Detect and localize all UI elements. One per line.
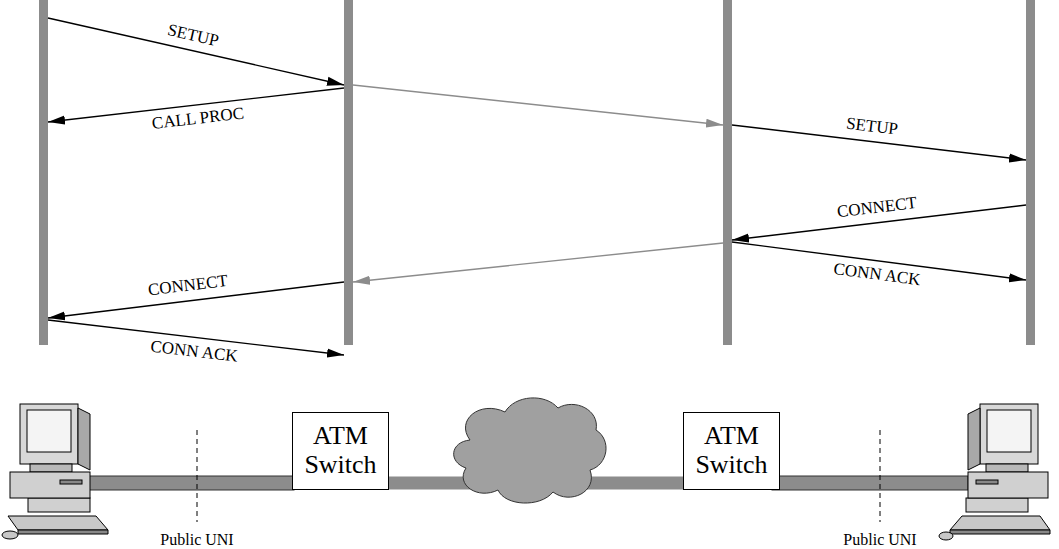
message-name: CONNECT: [836, 194, 918, 222]
switch-label: ATM Switch: [296, 422, 385, 479]
switch-box: ATM Switch: [683, 412, 780, 490]
relay-arrow: [353, 243, 723, 282]
access-link: [80, 476, 294, 490]
computer-icon: [2, 404, 108, 539]
computer-icon: [939, 404, 1050, 540]
message-arrow: [48, 18, 344, 85]
timeline: [39, 0, 48, 345]
relay-arrow: [353, 85, 723, 125]
timeline: [1026, 0, 1035, 345]
timelines: [39, 0, 1035, 345]
interface-label: Public UNI: [843, 531, 916, 549]
timeline: [344, 0, 353, 345]
message-name: CONNECT: [147, 272, 229, 300]
uni-boundary: [197, 430, 198, 522]
switch-box: ATM Switch: [292, 412, 389, 490]
network-cloud: [454, 398, 606, 503]
timeline: [723, 0, 732, 345]
message-name: SETUP: [845, 115, 899, 140]
interface-label: Public UNI: [160, 531, 233, 549]
access-link: [772, 476, 968, 490]
switch-label: ATM Switch: [687, 422, 776, 479]
uni-boundary: [880, 430, 881, 522]
message-arrows: [48, 18, 1026, 355]
